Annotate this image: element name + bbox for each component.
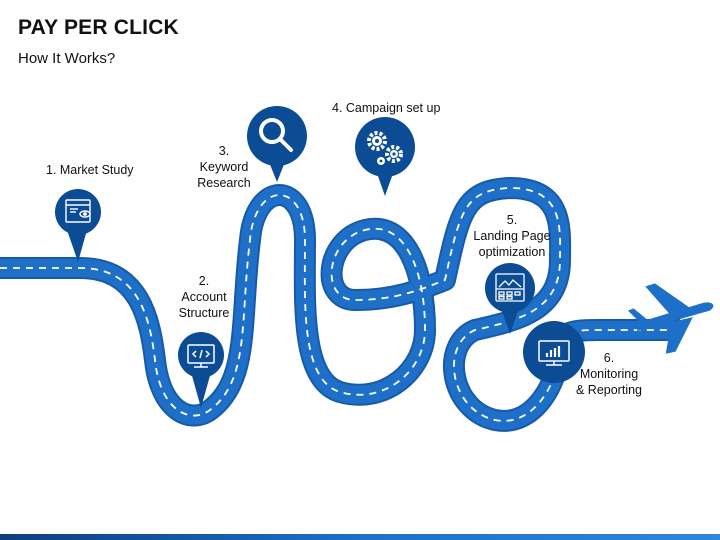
step-5-title-line2: optimization (478, 245, 546, 259)
bottom-accent-bar (0, 534, 720, 540)
step-5-title-line1: Landing Page (473, 229, 551, 243)
step-3-marker (247, 106, 307, 182)
step-6-title-line2: & Reporting (575, 383, 642, 397)
step-2-label: 2. Account Structure (172, 273, 236, 321)
market-research-icon (65, 199, 91, 223)
step-3-title-line1: Keyword (199, 160, 249, 174)
step-2-title-line1: Account (181, 290, 227, 304)
step-6-title-line1: Monitoring (579, 367, 639, 381)
step-2-marker (178, 332, 224, 408)
step-3-title-line2: Research (197, 176, 251, 190)
step-1-title: 1. Market Study (46, 163, 134, 177)
step-6-number: 6. (603, 351, 615, 365)
step-3-number: 3. (218, 144, 230, 158)
step-2-title-line2: Structure (178, 306, 230, 320)
step-2-number: 2. (198, 274, 210, 288)
search-icon (259, 118, 293, 152)
road-center-line (0, 187, 680, 422)
step-6-marker (523, 321, 585, 383)
step-4-marker (355, 117, 415, 196)
step-1-label: 1. Market Study (46, 162, 134, 178)
step-5-label: 5. Landing Page optimization (472, 212, 552, 260)
page-title: PAY PER CLICK (18, 16, 179, 39)
step-3-label: 3. Keyword Research (192, 143, 256, 191)
step-5-number: 5. (506, 213, 518, 227)
analytics-monitor-icon (538, 340, 570, 366)
winding-road (0, 177, 680, 432)
step-4-label: 4. Campaign set up (332, 100, 440, 116)
page-subtitle: How It Works? (18, 50, 116, 67)
step-5-marker (485, 263, 535, 334)
step-1-marker (55, 189, 101, 262)
step-4-title: 4. Campaign set up (332, 101, 441, 115)
step-6-label: 6. Monitoring & Reporting (572, 350, 646, 398)
airplane-icon (627, 283, 714, 354)
code-monitor-icon (187, 344, 215, 368)
gears-icon (367, 131, 403, 165)
landing-page-icon (495, 273, 525, 302)
